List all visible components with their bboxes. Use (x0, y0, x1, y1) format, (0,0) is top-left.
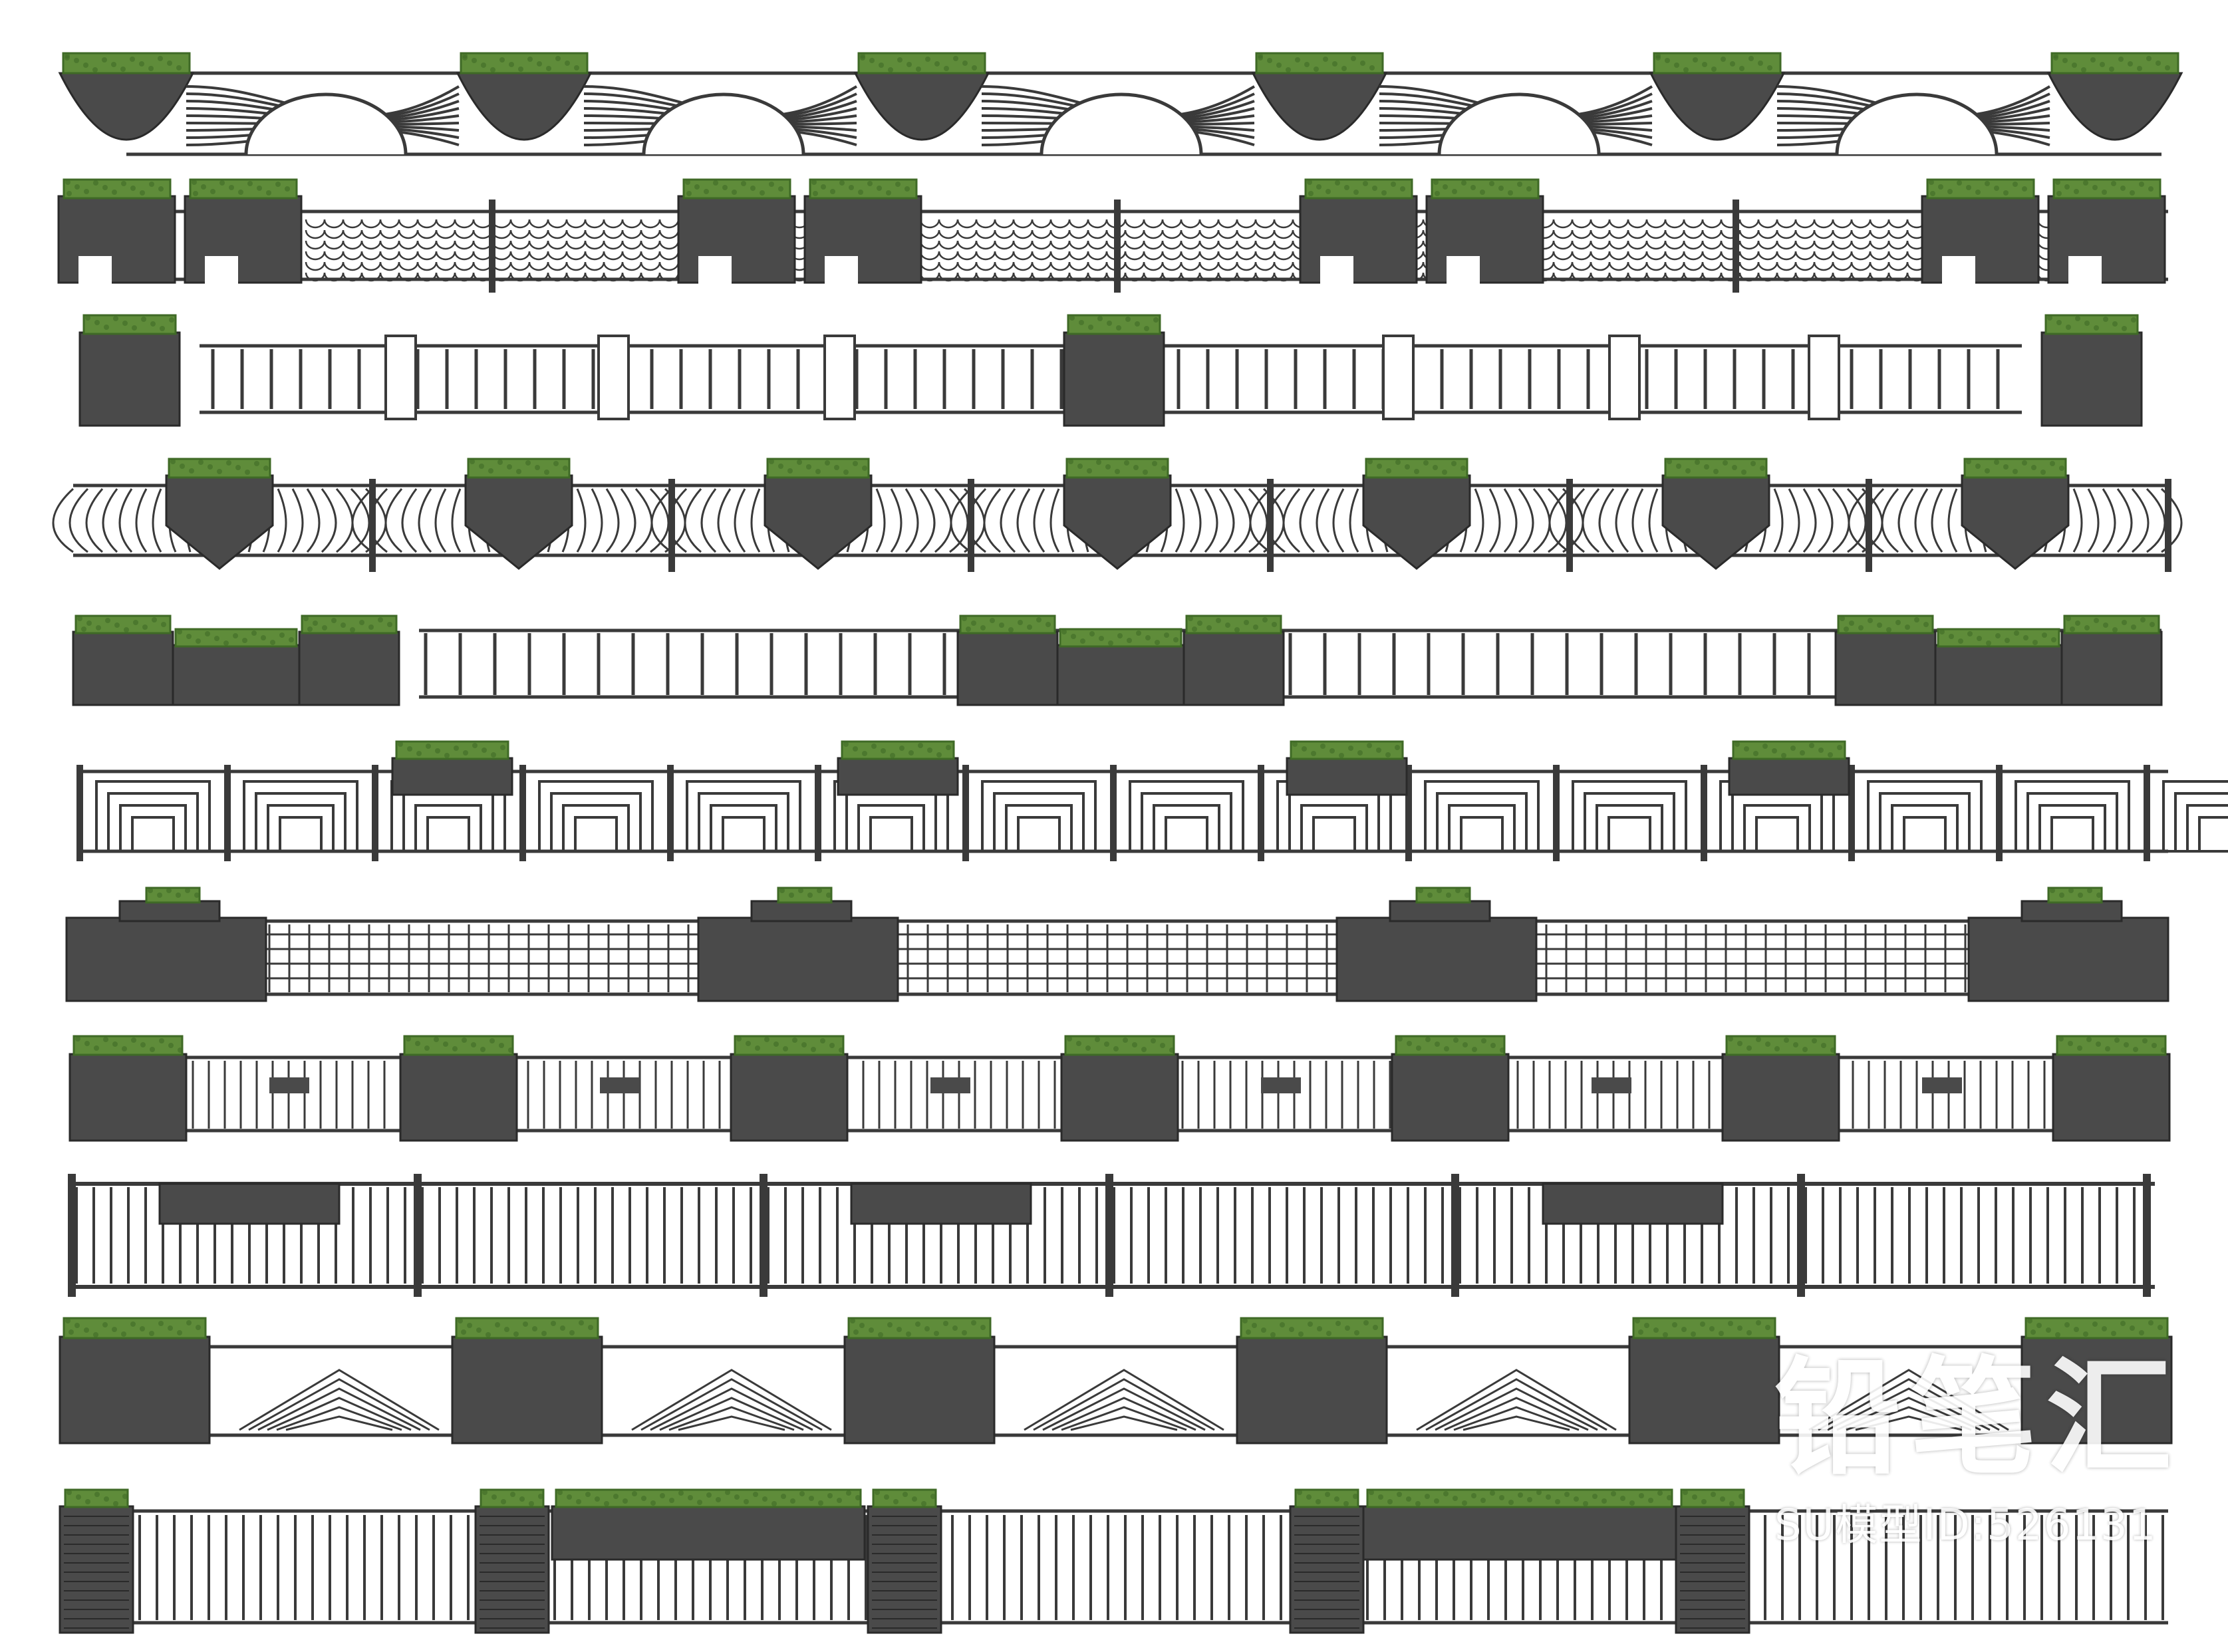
foliage-top (2056, 1035, 2167, 1056)
foliage-top (1937, 628, 2060, 648)
fence-row-10 (59, 1317, 2173, 1445)
foliage-top (62, 52, 191, 74)
foliage-top (1732, 740, 1846, 760)
foliage-top (301, 615, 398, 634)
foliage-top (2063, 615, 2160, 634)
foliage-top (1415, 887, 1471, 904)
foliage-top (1395, 1035, 1506, 1056)
foliage-top (72, 1035, 184, 1056)
foliage-top (1366, 1488, 1673, 1508)
foliage-top (1664, 458, 1768, 479)
fence-row-6 (76, 740, 2228, 861)
foliage-top (872, 1488, 937, 1508)
foliage-top (1926, 178, 2035, 200)
foliage-top (1431, 178, 1540, 200)
foliage-top (1725, 1035, 1836, 1056)
foliage-top (1632, 1317, 1776, 1339)
foliage-top (74, 615, 172, 634)
foliage-top (555, 1488, 862, 1508)
foliage-top (841, 740, 955, 760)
foliage-top (2024, 1317, 2169, 1339)
fence-row-11 (59, 1488, 2168, 1634)
fence-row-3 (78, 314, 2143, 427)
foliage-top (2052, 178, 2161, 200)
foliage-top (734, 1035, 845, 1056)
fence-row-7 (65, 887, 2169, 1002)
foliage-top (847, 1317, 992, 1339)
foliage-top (1067, 314, 1161, 335)
foliage-top (64, 1488, 129, 1508)
foliage-top (1304, 178, 1413, 200)
fence-row-1 (58, 52, 2183, 156)
fence-row-5 (72, 615, 2163, 706)
fence-row-8 (69, 1035, 2171, 1142)
foliage-top (168, 458, 271, 479)
foliage-top (1653, 52, 1782, 74)
foliage-top (63, 1317, 207, 1339)
foliage-top (455, 1317, 599, 1339)
foliage-top (1365, 458, 1468, 479)
foliage-top (2044, 314, 2139, 335)
foliage-top (395, 740, 509, 760)
foliage-top (1065, 458, 1169, 479)
foliage-top (1240, 1317, 1384, 1339)
foliage-top (460, 52, 589, 74)
foliage-top (63, 178, 172, 200)
foliage-top (959, 615, 1056, 634)
foliage-top (1680, 1488, 1745, 1508)
foliage-top (2047, 887, 2103, 904)
foliage-top (1963, 458, 2067, 479)
foliage-top (857, 52, 986, 74)
foliage-top (1255, 52, 1384, 74)
foliage-top (467, 458, 571, 479)
fence-row-4 (52, 458, 2183, 572)
fence-row-2 (57, 178, 2168, 293)
foliage-top (2050, 52, 2179, 74)
foliage-top (480, 1488, 545, 1508)
foliage-top (174, 628, 298, 648)
foliage-top (1185, 615, 1282, 634)
foliage-top (1294, 1488, 1359, 1508)
foliage-top (766, 458, 870, 479)
foliage-top (777, 887, 833, 904)
foliage-top (82, 314, 177, 335)
foliage-top (1290, 740, 1404, 760)
fence-row-9 (68, 1174, 2155, 1297)
foliage-top (403, 1035, 514, 1056)
foliage-top (1064, 1035, 1175, 1056)
foliage-top (682, 178, 791, 200)
foliage-top (189, 178, 298, 200)
foliage-top (1059, 628, 1183, 648)
foliage-top (145, 887, 201, 904)
foliage-top (809, 178, 918, 200)
foliage-top (1837, 615, 1934, 634)
